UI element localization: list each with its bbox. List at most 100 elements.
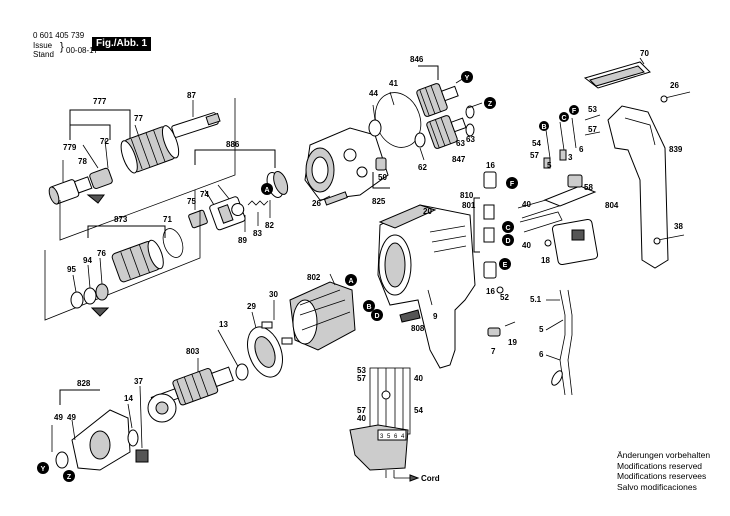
callout-38: 38: [674, 222, 683, 231]
wiring-diagram: 3 5 6 4 53 57 40 57 40 54 Cord: [349, 366, 440, 483]
fan-baffle: 29 30: [247, 290, 293, 378]
connector-d: [502, 234, 514, 246]
bearing-95: [70, 291, 84, 309]
callout-41: 41: [389, 79, 398, 88]
chuck-part: [120, 125, 180, 174]
callout-71: 71: [163, 215, 172, 224]
terminal-4: 4: [401, 434, 405, 440]
svg-text:B: B: [366, 304, 371, 311]
svg-text:B: B: [541, 124, 546, 131]
armature-803: 13 803: [147, 320, 249, 423]
spring-83: [247, 200, 269, 206]
connector-c: [502, 221, 514, 233]
svg-text:Y: Y: [465, 75, 470, 82]
o-ring-71: [162, 228, 184, 258]
wiring-label-57b: 57: [357, 406, 366, 415]
svg-text:A: A: [264, 187, 269, 194]
group-frame-lower: [44, 210, 201, 321]
plate-20: [378, 204, 437, 229]
svg-text:Z: Z: [67, 474, 72, 481]
connector-f: [506, 177, 518, 189]
svg-text:D: D: [505, 238, 510, 245]
cord-arrow: [409, 474, 420, 482]
callout-20: 20: [423, 207, 432, 216]
svg-text:D: D: [374, 313, 379, 320]
bracket-873: [87, 225, 166, 238]
callout-804: 804: [605, 201, 619, 210]
wiring-label-40b: 40: [357, 414, 366, 423]
callout-94: 94: [83, 256, 92, 265]
connector-y-top: [461, 71, 473, 83]
motor-symbol: [381, 390, 391, 400]
terminal-6: 6: [394, 434, 398, 440]
connector-y-bottom: [37, 462, 49, 474]
callout-5-1: 5.1: [530, 295, 542, 304]
callout-14: 14: [124, 394, 133, 403]
svg-text:Y: Y: [41, 466, 46, 473]
callout-810: 810: [460, 191, 474, 200]
stand-label: Stand: [33, 50, 54, 59]
callout-57b: 57: [530, 151, 539, 160]
callout-95: 95: [67, 265, 76, 274]
figure-label: Fig./Abb. 1: [92, 37, 152, 51]
wiring-label-54: 54: [414, 406, 423, 415]
callout-89: 89: [238, 236, 247, 245]
label-808: [399, 309, 421, 323]
bracket-825: [372, 172, 390, 189]
note-es: Salvo modificaciones: [617, 481, 697, 492]
callout-30: 30: [269, 290, 278, 299]
terminal-3: 3: [380, 434, 384, 440]
connector-a-clutch: [261, 183, 273, 195]
callout-16b: 16: [486, 287, 495, 296]
handle-assembly: 70 26 839 38: [583, 49, 691, 269]
depth-stop: [48, 167, 113, 205]
callout-29: 29: [247, 302, 256, 311]
callout-52: 52: [500, 293, 509, 302]
callout-18: 18: [541, 256, 550, 265]
wiring-label-40a: 40: [414, 374, 423, 383]
callout-9: 9: [433, 312, 438, 321]
svg-text:C: C: [505, 225, 510, 232]
callout-847: 847: [452, 155, 466, 164]
connector-badges: Y Z A B C F F C D E A B D Y: [37, 71, 579, 482]
callout-70: 70: [640, 49, 649, 58]
bearing-37: [135, 449, 149, 463]
callout-49b: 49: [67, 413, 76, 422]
connector-c-spring: [559, 112, 569, 122]
callout-49a: 49: [54, 413, 63, 422]
modification-notes: Änderungen vorbehalten Modifications res…: [617, 450, 710, 492]
issue-label: Issue: [33, 41, 53, 50]
connector-a-stator: [345, 274, 357, 286]
callout-62: 62: [418, 163, 427, 172]
connector-z-bottom: [63, 470, 75, 482]
callout-44: 44: [369, 89, 378, 98]
callout-50: 50: [378, 173, 387, 182]
callout-78: 78: [78, 157, 87, 166]
svg-text:C: C: [561, 115, 566, 122]
callout-72: 72: [100, 137, 109, 146]
callout-839: 839: [669, 145, 683, 154]
callout-13: 13: [219, 320, 228, 329]
wiring-label-53: 53: [357, 366, 366, 375]
connector-z-top: [484, 97, 496, 109]
svg-text:Z: Z: [488, 101, 493, 108]
bracket-846: [418, 65, 439, 80]
callout-82: 82: [265, 221, 274, 230]
shaft-87: [171, 112, 221, 138]
connector-b-spring: [539, 121, 549, 131]
brush-holders: 16 810 16 52 7 19: [460, 161, 517, 356]
callout-808: 808: [411, 324, 425, 333]
callout-777: 777: [93, 97, 107, 106]
callout-5b: 5: [539, 325, 544, 334]
callout-58: 58: [584, 183, 593, 192]
clutch-assembly: 886 75 74 89 83 82: [187, 140, 289, 245]
note-en: Modifications reserved: [617, 460, 703, 471]
part-number: 0 601 405 739: [33, 31, 85, 40]
connector-b-stator: [363, 300, 375, 312]
callout-40a: 40: [522, 200, 531, 209]
callout-19: 19: [508, 338, 517, 347]
gear-housing: 44 41 50 26 825: [304, 79, 422, 208]
callout-40b: 40: [522, 241, 531, 250]
